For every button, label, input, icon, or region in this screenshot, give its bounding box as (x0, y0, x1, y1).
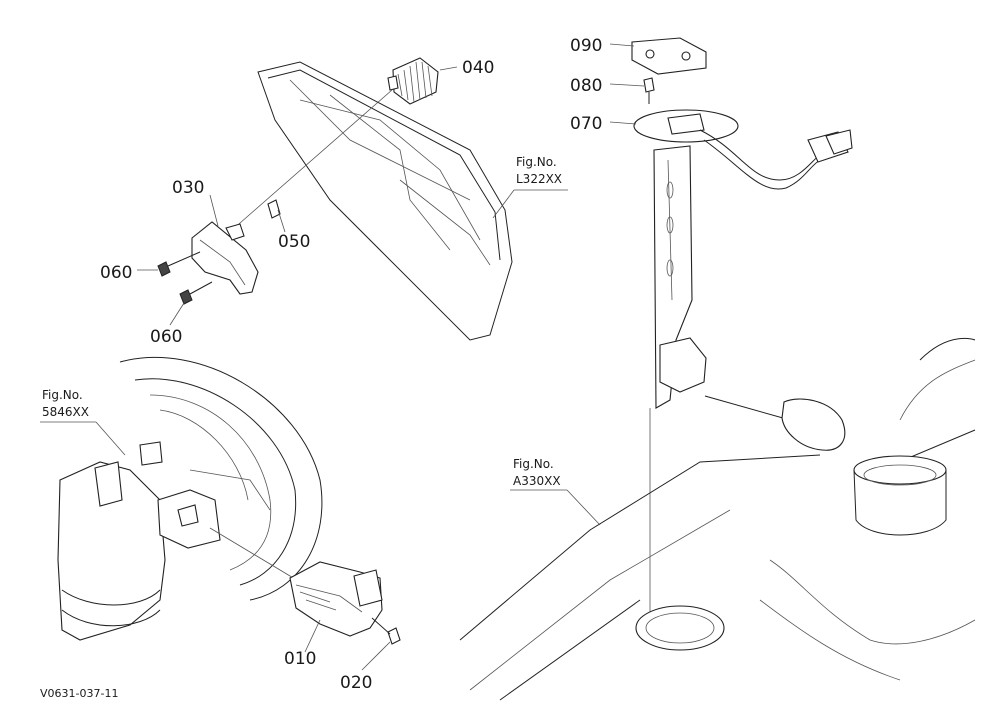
plate-090 (631, 37, 707, 75)
bolt-020 (371, 617, 401, 645)
housing-drawing (57, 357, 323, 641)
part-number-010: 010 (284, 649, 316, 669)
dash-panel-drawing (257, 61, 513, 341)
part-number-060-upper: 060 (100, 263, 132, 283)
fig-ref-label-3: Fig.No. (513, 457, 554, 471)
drawing-code: V0631-037-11 (40, 687, 118, 700)
part-number-020: 020 (340, 673, 372, 693)
screw-060-lower (179, 281, 213, 305)
part-number-060-lower: 060 (150, 327, 182, 347)
fuel-sender-070 (633, 109, 853, 451)
fig-ref-code-2: 5846XX (42, 405, 89, 419)
part-number-070: 070 (570, 114, 602, 134)
pin-050 (267, 199, 281, 219)
fig-ref-label-1: Fig.No. (516, 155, 557, 169)
part-number-040: 040 (462, 58, 494, 78)
part-number-080: 080 (570, 76, 602, 96)
screw-080 (643, 77, 655, 104)
fig-ref-code-3: A330XX (513, 474, 561, 488)
part-number-050: 050 (278, 232, 310, 252)
fig-ref-code-1: L322XX (516, 172, 562, 186)
part-number-090: 090 (570, 36, 602, 56)
knob-040 (387, 57, 439, 105)
screw-060-upper (157, 251, 201, 277)
fig-ref-label-2: Fig.No. (42, 388, 83, 402)
sensor-030 (191, 221, 259, 295)
part-number-030: 030 (172, 178, 204, 198)
fuel-tank-drawing (459, 337, 976, 701)
sensor-010 (289, 561, 383, 637)
